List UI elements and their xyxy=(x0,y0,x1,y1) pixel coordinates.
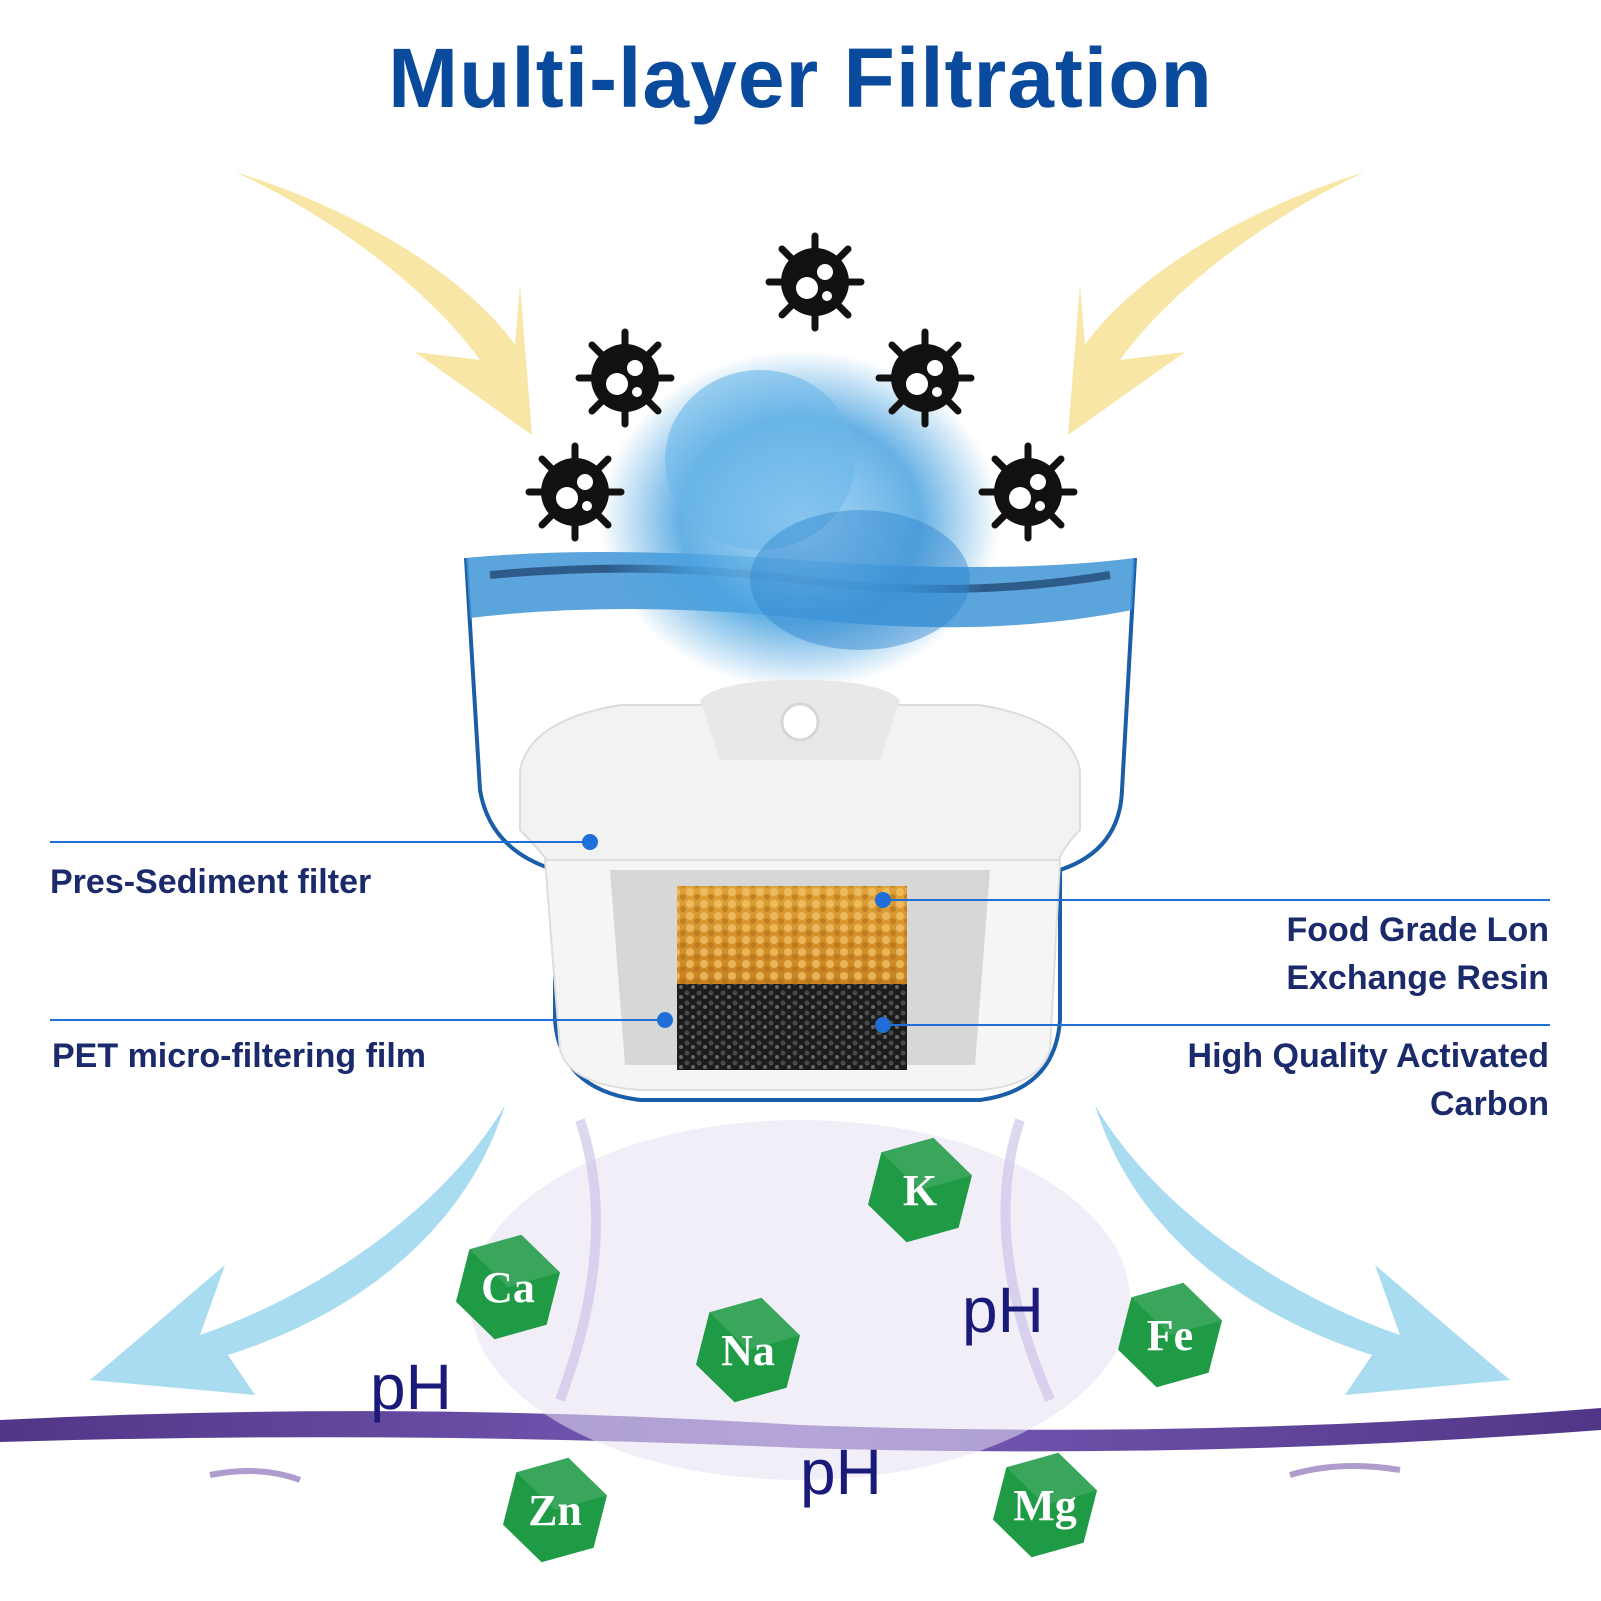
mineral-hexagon-shape xyxy=(1118,1282,1222,1388)
label-pre-sediment-filter: Pres-Sediment filter xyxy=(50,863,372,901)
mineral-hexagon-icon: Mg xyxy=(993,1452,1097,1558)
mineral-hexagon-shape xyxy=(993,1452,1097,1558)
mineral-hexagon-highlight xyxy=(1006,1452,1097,1505)
mineral-hexagon-highlight xyxy=(516,1457,607,1510)
mineral-hexagon-shape xyxy=(456,1234,560,1340)
mineral-symbol: K xyxy=(903,1166,937,1215)
page-title: Multi-layer Filtration xyxy=(388,31,1213,125)
water-splash xyxy=(600,350,1000,690)
outflow-arrow-left xyxy=(90,1105,505,1395)
label-carbon-line-1: High Quality Activated xyxy=(1187,1037,1549,1075)
filtered-water xyxy=(0,1118,1601,1483)
activated-carbon-layer xyxy=(677,984,907,1070)
mineral-hexagon-highlight xyxy=(469,1234,560,1287)
mineral-hexagon-shape xyxy=(868,1137,972,1243)
mineral-hexagon-icon: K xyxy=(868,1137,972,1243)
mineral-hexagon-shape xyxy=(696,1297,800,1403)
mineral-hexagon-icon: Na xyxy=(696,1297,800,1403)
bacteria-icon xyxy=(875,328,975,428)
filter-cartridge xyxy=(519,680,1081,1091)
mineral-symbol: Fe xyxy=(1147,1311,1193,1360)
ph-mark-left: pH xyxy=(370,1351,452,1423)
leader-lines xyxy=(50,834,1550,1033)
bacteria-icon xyxy=(525,442,625,542)
bacteria-icon xyxy=(575,328,675,428)
ph-mark-center: pH xyxy=(800,1436,882,1508)
mineral-symbol: Mg xyxy=(1013,1481,1077,1530)
label-activated-carbon: High Quality Activated Carbon xyxy=(1188,1032,1549,1128)
label-ion-exchange-resin: Food Grade Lon Exchange Resin xyxy=(1286,906,1549,1002)
label-resin-line-1: Food Grade Lon xyxy=(1286,911,1549,949)
mineral-hexagon-shape xyxy=(503,1457,607,1563)
mineral-hexagon-highlight xyxy=(881,1137,972,1190)
ph-mark-right: pH xyxy=(962,1274,1044,1346)
label-resin-line-2: Exchange Resin xyxy=(1286,959,1549,997)
mineral-symbol: Ca xyxy=(481,1263,535,1312)
outflow-arrow-right xyxy=(1095,1105,1510,1395)
mineral-hexagon-highlight xyxy=(1131,1282,1222,1335)
bacteria-icon xyxy=(978,442,1078,542)
contaminants xyxy=(525,232,1078,542)
mineral-symbol: Zn xyxy=(528,1486,582,1535)
mineral-hexagon-icon: Ca xyxy=(456,1234,560,1340)
inflow-arrow-left xyxy=(235,172,532,435)
inflow-arrow-right xyxy=(1068,172,1365,435)
label-pet-micro-filtering-film: PET micro-filtering film xyxy=(52,1037,427,1075)
mineral-hexagon-highlight xyxy=(709,1297,800,1350)
mineral-symbol: Na xyxy=(721,1326,775,1375)
bacteria-icon xyxy=(765,232,865,332)
label-carbon-line-2: Carbon xyxy=(1430,1085,1549,1123)
mineral-hexagon-icon: Fe xyxy=(1118,1282,1222,1388)
mineral-hexagon-icon: Zn xyxy=(503,1457,607,1563)
